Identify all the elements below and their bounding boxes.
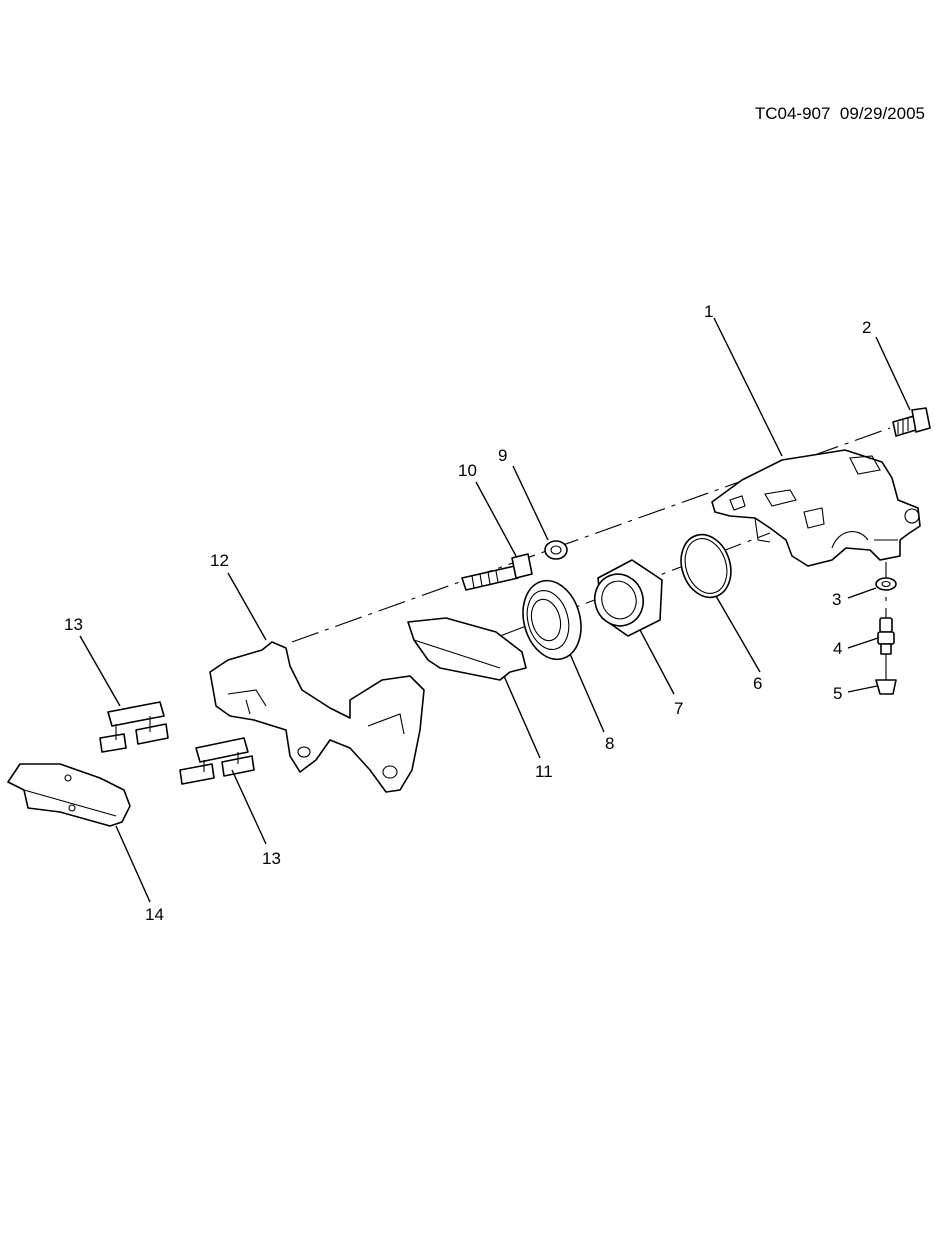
bushing-9 <box>544 540 568 560</box>
callout-14: 14 <box>145 905 164 924</box>
callout-10: 10 <box>458 461 477 480</box>
document-id-date: TC04-907 09/29/2005 <box>755 104 925 124</box>
callout-6: 6 <box>753 674 762 693</box>
washer-3 <box>875 577 897 591</box>
bleeder-valve-4 <box>877 617 895 655</box>
callout-13-upper: 13 <box>64 615 83 634</box>
inner-brake-pad-11 <box>407 617 527 681</box>
document-id: TC04-907 <box>754 104 831 123</box>
pad-clip-13-lower <box>179 737 255 785</box>
leader-lines <box>79 317 911 903</box>
bleeder-cap-5 <box>875 679 897 695</box>
callout-5: 5 <box>833 684 842 703</box>
callout-9: 9 <box>498 446 507 465</box>
dust-boot-8 <box>522 579 582 661</box>
guide-pin-bolt-10 <box>461 553 533 591</box>
callout-labels: 1 2 3 4 5 6 7 8 9 10 11 12 13 13 14 <box>64 302 871 924</box>
callout-7: 7 <box>674 699 683 718</box>
pad-clip-13-upper <box>99 701 169 753</box>
callout-12: 12 <box>210 551 229 570</box>
callout-1: 1 <box>704 302 713 321</box>
callout-11: 11 <box>535 762 553 781</box>
callout-13-lower: 13 <box>262 849 281 868</box>
callout-2: 2 <box>862 318 871 337</box>
callout-3: 3 <box>832 590 841 609</box>
callout-8: 8 <box>605 734 614 753</box>
outer-brake-pad-14 <box>7 763 131 827</box>
caliper-piston-7 <box>594 559 663 637</box>
callout-4: 4 <box>833 639 842 658</box>
caliper-bracket-12 <box>209 641 425 793</box>
bolt-2 <box>892 407 931 437</box>
caliper-housing <box>711 449 921 567</box>
document-date: 09/29/2005 <box>839 104 925 123</box>
